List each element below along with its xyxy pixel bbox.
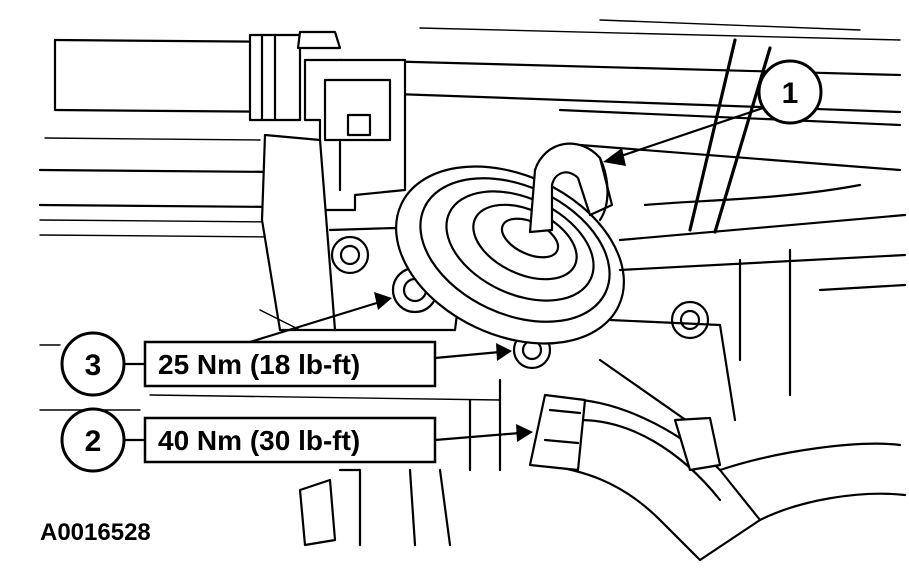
torque-box-2 bbox=[143, 416, 437, 464]
callout-1: 1 bbox=[603, 59, 823, 166]
callout-2: 2 40 Nm (30 lb-ft) bbox=[60, 407, 533, 473]
callout-1-number: 1 bbox=[782, 77, 799, 110]
callout-3: 3 25 Nm (18 lb-ft) bbox=[60, 292, 512, 397]
torque-box-3 bbox=[143, 340, 437, 388]
torque-value-2: 40 Nm (30 lb-ft) bbox=[158, 425, 360, 456]
callout-2-number: 2 bbox=[85, 425, 102, 458]
figure-id: A0016528 bbox=[40, 519, 151, 546]
torque-value-3: 25 Nm (18 lb-ft) bbox=[158, 349, 360, 380]
callout-3-number: 3 bbox=[85, 349, 102, 382]
